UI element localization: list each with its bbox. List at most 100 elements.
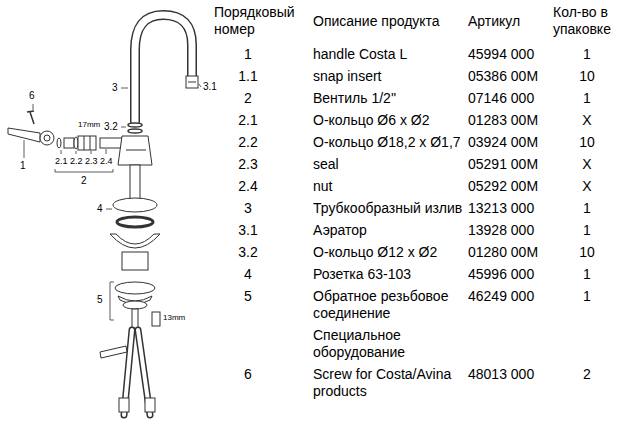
leader-lines — [121, 127, 126, 128]
table-cell: handle Costa L — [313, 46, 463, 63]
callout-number: 4 — [97, 203, 103, 215]
leader-lines — [24, 140, 25, 158]
table-cell: 48013 000 — [468, 366, 552, 383]
o-rings — [128, 123, 142, 133]
handle — [8, 128, 40, 142]
leader-lines — [76, 151, 77, 154]
table-cell: 2.2 — [214, 134, 282, 151]
table-cell: Специальное оборудование — [313, 327, 463, 361]
spout — [135, 15, 192, 122]
hose-fittings — [100, 346, 127, 358]
callout-number: 6 — [29, 90, 35, 102]
table-cell: 2.1 — [214, 112, 282, 129]
table-cell: 07146 000 — [468, 90, 552, 107]
callout-number: 2.1 — [55, 156, 68, 166]
rosette — [113, 165, 157, 227]
mixer-body — [100, 138, 122, 148]
hose-fittings — [145, 398, 155, 412]
leader-lines — [55, 169, 113, 172]
table-cell: 3 — [214, 200, 282, 217]
table-cell: 1 — [553, 90, 621, 107]
back-nut-set — [115, 282, 160, 329]
table-cell: 1 — [553, 200, 621, 217]
back-nut-set — [123, 301, 147, 309]
table-cell: nut — [313, 178, 463, 195]
spout — [135, 15, 192, 122]
table-header: Порядковый номер — [214, 4, 310, 38]
callout-number: 2.4 — [100, 156, 113, 166]
table-cell: snap insert — [313, 68, 463, 85]
valve-parts — [64, 138, 74, 148]
table-cell: О-кольцо Ø6 x Ø2 — [313, 112, 463, 129]
table-cell: 1 — [553, 266, 621, 283]
dimension-label: 13mm — [163, 313, 185, 322]
handle — [40, 131, 54, 145]
table-cell: X — [553, 112, 621, 129]
callout-number: 1 — [20, 160, 26, 172]
valve-parts — [90, 136, 91, 150]
callout-number: 5 — [97, 294, 103, 306]
table-cell: 01283 00M — [468, 112, 552, 129]
callout-number: 3.2 — [104, 121, 118, 133]
callout-number: 3.1 — [203, 81, 217, 93]
table-cell: Розетка 63-103 — [313, 266, 463, 283]
table-cell: 10 — [553, 134, 621, 151]
valve-parts — [57, 136, 96, 150]
screw — [27, 111, 34, 112]
handle — [8, 128, 54, 145]
table-cell: 05386 00M — [468, 68, 552, 85]
table-cell: Обратное резьбовое соединение — [313, 288, 463, 322]
leader-lines — [199, 84, 201, 87]
leader-lines — [33, 104, 34, 110]
table-cell: 1.1 — [214, 68, 282, 85]
callout-number: 2.2 — [70, 156, 83, 166]
rosette — [113, 198, 157, 212]
leader-lines — [110, 282, 114, 320]
table-cell: 2 — [214, 90, 282, 107]
table-cell: 1 — [553, 46, 621, 63]
back-nut-set — [132, 309, 138, 329]
spout — [135, 15, 192, 122]
table-cell: 1 — [553, 288, 621, 305]
table-cell: seal — [313, 156, 463, 173]
mixer-body — [126, 150, 146, 151]
leader-lines — [91, 151, 92, 154]
table-cell: 2.4 — [214, 178, 282, 195]
valve-parts — [57, 138, 61, 148]
aerator — [186, 76, 198, 88]
table-cell: 6 — [214, 366, 282, 383]
table-cell: 45994 000 — [468, 46, 552, 63]
table-cell: Трубкообразный излив — [313, 200, 463, 217]
leader-lines — [106, 149, 107, 154]
table-cell: 05291 00M — [468, 156, 552, 173]
table-header: Артикул — [468, 13, 552, 30]
table-cell: X — [553, 156, 621, 173]
leader-lines — [121, 88, 128, 89]
table-cell: 3.2 — [214, 244, 282, 261]
bracket-base — [110, 234, 160, 248]
callout-number: 2 — [81, 175, 87, 187]
back-nut-set — [115, 282, 155, 294]
valve-parts — [78, 136, 96, 150]
o-rings — [128, 129, 142, 133]
leader-lines — [61, 150, 62, 154]
hose-fittings — [119, 398, 129, 412]
table-cell: Вентиль 1/2'' — [313, 90, 463, 107]
valve-parts — [84, 136, 85, 150]
table-header: Описание продукта — [313, 13, 463, 30]
table-cell: 45996 000 — [468, 266, 552, 283]
table-cell: О-кольцо Ø12 x Ø2 — [313, 244, 463, 261]
rosette — [117, 217, 153, 227]
table-cell: 01280 00M — [468, 244, 552, 261]
table-cell: 5 — [214, 288, 282, 305]
table-cell: 4 — [214, 266, 282, 283]
dimension-label: 17mm — [78, 120, 100, 129]
table-cell: 13928 000 — [468, 222, 552, 239]
callout-number: 2.3 — [85, 156, 98, 166]
table-cell: 2.3 — [214, 156, 282, 173]
callout-number: 3 — [112, 82, 118, 94]
back-nut-set — [152, 312, 160, 326]
mixer-body — [118, 136, 152, 165]
table-cell: Screw for Costa/Avina products — [313, 366, 463, 400]
